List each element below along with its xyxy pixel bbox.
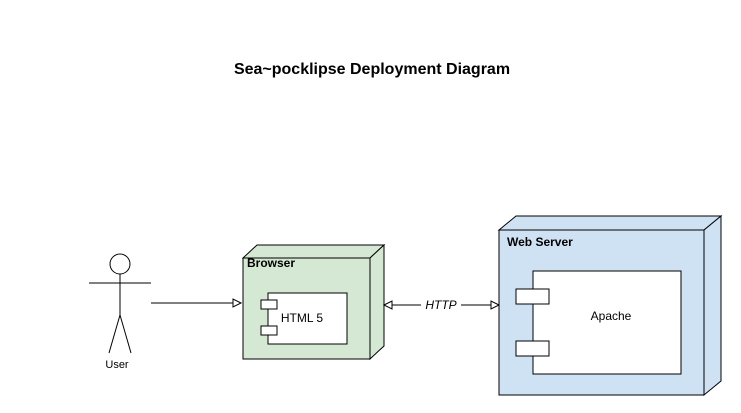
actor-label: User <box>105 359 129 371</box>
web-server-node-label: Web Server <box>507 235 573 249</box>
user-to-browser-edge[interactable] <box>151 298 243 308</box>
web-server-node-top <box>497 215 723 231</box>
component-port-icon <box>515 340 550 357</box>
html5-component-body <box>267 292 348 345</box>
html5-component-label: HTML 5 <box>281 311 324 325</box>
apache-component-body <box>532 270 682 375</box>
html5-component[interactable] <box>260 292 348 345</box>
browser-node-label: Browser <box>247 256 295 270</box>
arrowhead-icon <box>382 300 393 310</box>
user-actor[interactable] <box>89 253 151 354</box>
diagram-title: Sea~pocklipse Deployment Diagram <box>234 61 510 78</box>
actor-right-leg <box>119 314 132 354</box>
browser-to-webserver-edge[interactable] <box>382 300 501 310</box>
web-server-node-side <box>703 214 722 397</box>
arrowhead-icon <box>232 298 243 308</box>
actor-head <box>109 253 131 275</box>
component-port-icon <box>260 299 278 310</box>
apache-component-label: Apache <box>591 309 632 323</box>
apache-component[interactable] <box>515 270 682 375</box>
component-port-icon <box>515 288 550 305</box>
http-edge-label: HTTP <box>425 298 456 312</box>
browser-node-side <box>369 243 385 361</box>
component-port-icon <box>260 325 278 336</box>
actor-left-leg <box>108 314 121 354</box>
arrowhead-icon <box>490 300 501 310</box>
